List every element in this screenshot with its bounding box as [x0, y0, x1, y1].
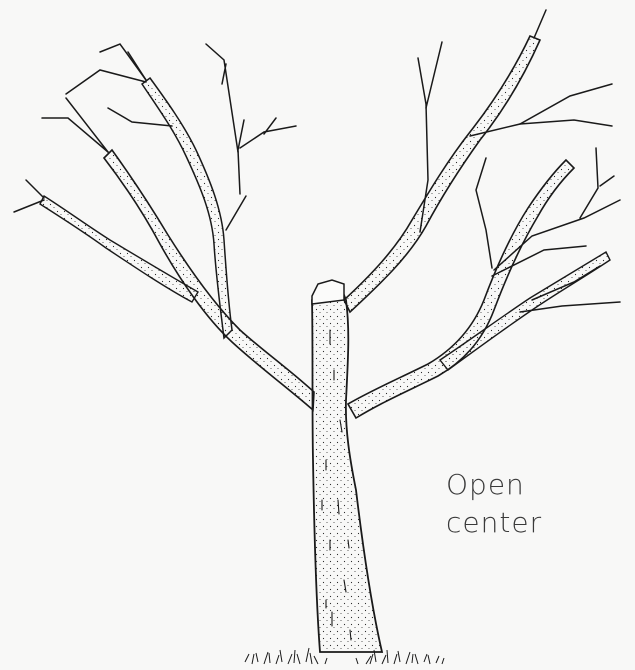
tree-form-caption: Open center [446, 466, 586, 542]
caption-line-1: Open [446, 466, 586, 504]
right-middle-branch [348, 160, 574, 418]
caption-line-2: center [446, 504, 586, 542]
pruned-stub [312, 280, 344, 304]
tree-trunk [312, 285, 382, 652]
left-twigs [14, 44, 296, 230]
